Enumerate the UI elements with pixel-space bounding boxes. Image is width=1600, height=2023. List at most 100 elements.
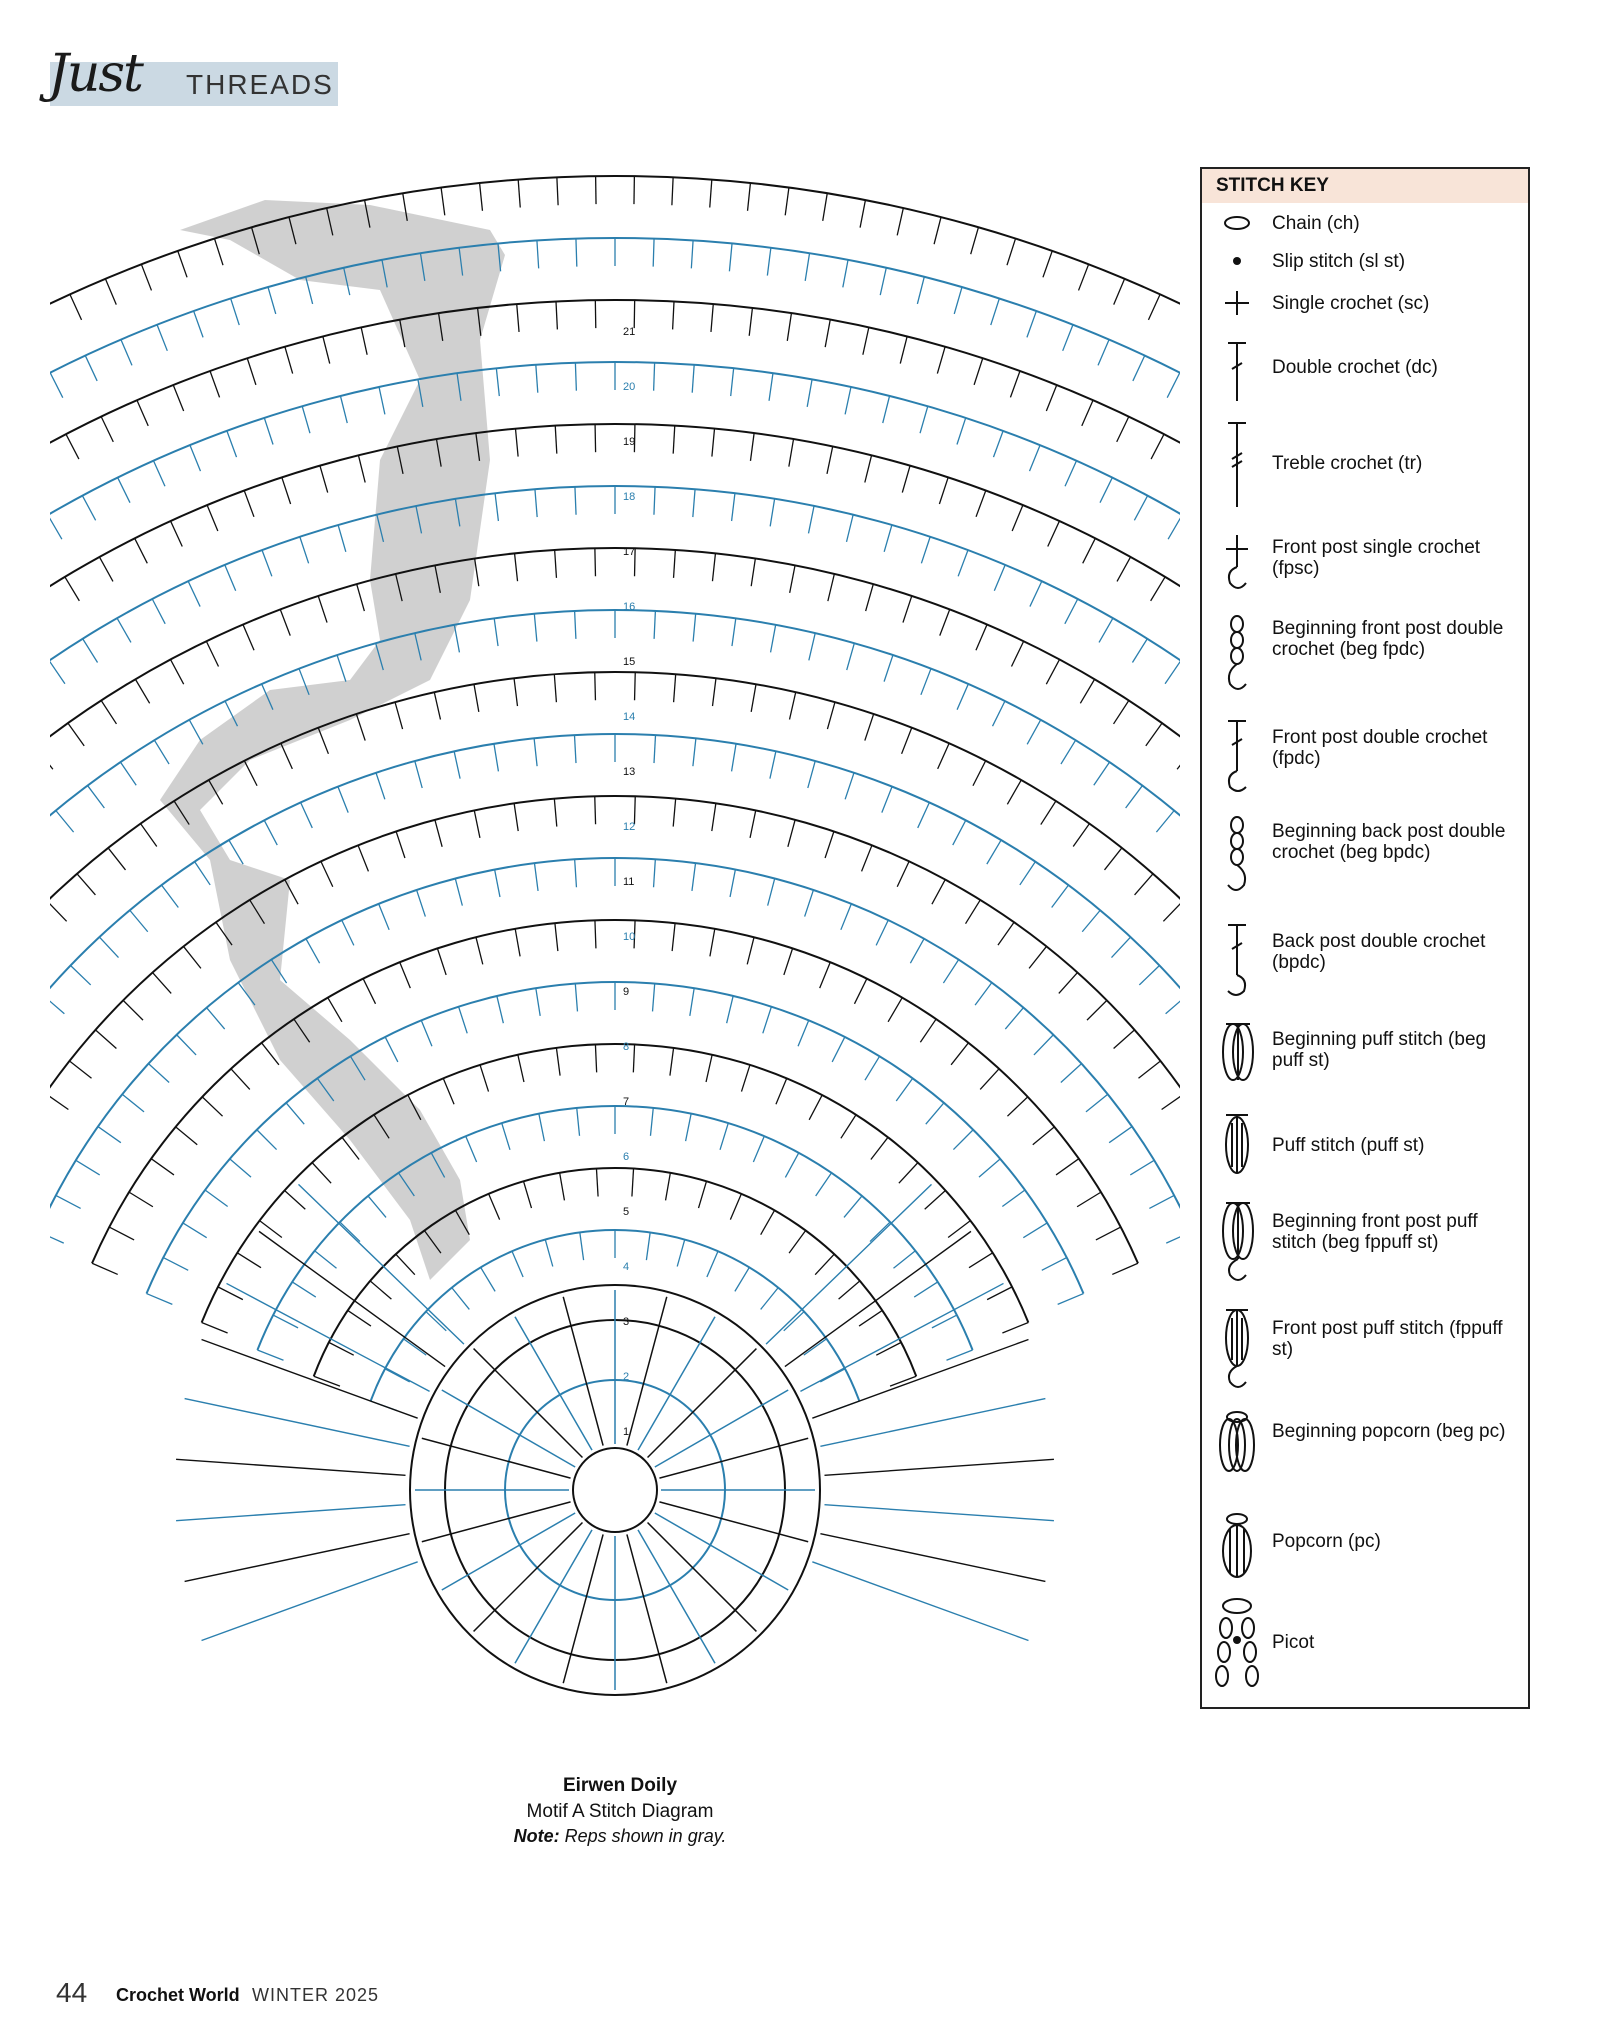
stitch-mark	[228, 839, 244, 865]
stitch-mark	[1062, 324, 1074, 352]
stitch-mark	[653, 735, 657, 764]
round-number-label: 8	[623, 1041, 629, 1053]
stitch-mark	[140, 264, 153, 291]
stitch-mark	[924, 1189, 946, 1210]
stitch-mark	[395, 1253, 416, 1276]
stitch-mark	[494, 493, 500, 522]
stitch-mark	[806, 379, 813, 408]
stitch-mark	[746, 937, 755, 965]
stitch-mark	[226, 430, 238, 458]
stitch-mark	[917, 802, 930, 829]
stitch-mark	[533, 863, 539, 892]
stitch-rays	[50, 176, 1180, 1690]
stitch-mark	[814, 1253, 835, 1276]
stitch-mark	[594, 920, 597, 949]
stitch-mark	[558, 1172, 566, 1201]
stitch-mark	[128, 1191, 154, 1208]
key-label: Back post double crochet (bpdc)	[1272, 931, 1486, 973]
stitch-mark	[1079, 678, 1096, 704]
section-header: Just THREADS	[48, 44, 338, 108]
stitch-mark	[1086, 999, 1108, 1021]
key-label: Double crochet (dc)	[1272, 357, 1438, 378]
stitch-mark	[407, 1094, 422, 1121]
treble-crochet-icon	[1228, 422, 1246, 507]
stitch-mark	[853, 978, 868, 1005]
stitch-mark	[454, 1209, 470, 1235]
stitch-mark	[536, 240, 540, 269]
stitch-mark	[98, 556, 114, 582]
round-number-label: 1	[623, 1426, 629, 1438]
stitch-mark	[300, 802, 313, 829]
stitch-mark	[947, 1220, 971, 1239]
stitch-mark	[415, 889, 426, 917]
stitch-mark	[341, 1136, 360, 1160]
stitch-mark	[1113, 278, 1126, 305]
stitch-mark	[205, 640, 220, 667]
stitch-mark	[652, 238, 655, 267]
stitch-mark	[898, 1162, 919, 1184]
stitch-mark	[319, 465, 329, 493]
stitch-mark	[465, 1135, 478, 1163]
stitch-mark	[376, 514, 385, 543]
stitch-mark	[729, 1193, 742, 1220]
stitch-mark	[808, 632, 816, 661]
key-label: Beginning popcorn (beg pc)	[1272, 1421, 1506, 1442]
stitch-mark	[986, 1286, 1013, 1301]
stitch-mark	[978, 1158, 1001, 1178]
stitch-mark	[879, 267, 887, 296]
stitch-mark	[671, 923, 676, 952]
stitch-mark	[473, 684, 480, 712]
stitch-mark	[108, 1226, 135, 1241]
stitch-mark	[752, 1135, 765, 1163]
stitch-mark	[50, 903, 68, 922]
stitch-mark	[229, 1158, 252, 1178]
round-number-label: 9	[623, 986, 629, 998]
stitch-mark	[902, 595, 913, 623]
stitch-mark	[909, 938, 925, 964]
stitch-mark	[249, 899, 266, 925]
stitch-mark	[495, 368, 500, 397]
stitch-mark	[838, 1280, 861, 1300]
stitch-mark	[284, 1189, 306, 1210]
stitch-mark	[263, 819, 278, 846]
stitch-mark	[990, 298, 1000, 326]
wing-spoke	[184, 1532, 410, 1583]
stitch-mark	[760, 1209, 776, 1235]
stitch-mark	[697, 1181, 708, 1209]
stitch-mark	[369, 1280, 392, 1300]
round-number-label: 19	[623, 436, 635, 448]
stitch-mark	[864, 713, 875, 741]
stitch-mark	[478, 182, 484, 211]
stitch-mark	[1055, 1158, 1080, 1176]
stitch-mark	[652, 859, 656, 888]
stitch-mark	[357, 845, 370, 872]
stitch-mark	[479, 1064, 490, 1092]
key-label: Beginning front post double crochet (beg…	[1272, 618, 1504, 660]
stitch-mark	[396, 446, 404, 475]
stitch-mark	[1029, 580, 1043, 607]
stitch-mark	[864, 455, 873, 483]
stitch-mark	[692, 738, 697, 767]
base-spoke	[562, 1534, 604, 1684]
key-label: Beginning back post double crochet (beg …	[1272, 821, 1506, 863]
stitch-mark	[979, 1068, 1000, 1090]
stitch-mark	[95, 1029, 117, 1049]
stitch-mark	[259, 1220, 283, 1239]
header-band	[50, 62, 338, 106]
stitch-mark	[952, 1129, 974, 1151]
stitch-mark	[336, 654, 347, 682]
stitch-mark	[594, 424, 597, 453]
stitch-mark	[81, 495, 97, 521]
round-number-label: 15	[623, 656, 635, 668]
stitch-mark	[556, 177, 559, 206]
stitch-mark	[175, 1126, 198, 1146]
stitch-mark	[1165, 1000, 1180, 1015]
stitch-mark	[193, 310, 204, 338]
stitch-mark	[870, 1136, 889, 1160]
stitch-mark	[194, 861, 211, 886]
stitch-mark	[986, 839, 1002, 865]
stitch-mark	[1133, 495, 1149, 521]
stitch-mark	[65, 433, 80, 460]
stitch-mark	[972, 760, 987, 787]
